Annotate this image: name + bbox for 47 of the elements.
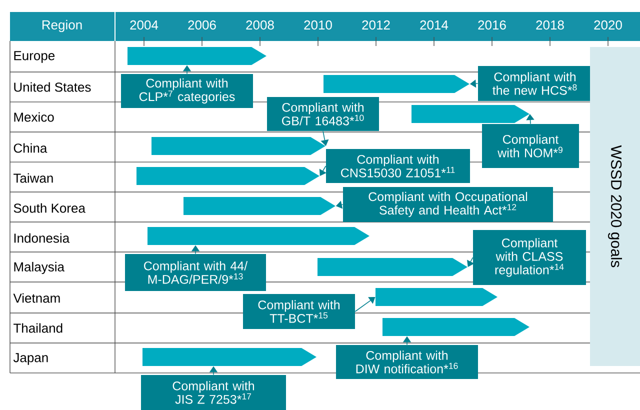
goal-band: WSSD 2020 goals (590, 47, 640, 366)
callout-box: Compliant with the new HCS*$^{8}$ (478, 66, 592, 101)
year-label: 2020 (594, 20, 622, 30)
year-label: 2008 (246, 20, 274, 30)
callout-box: Compliant with 44/ M-DAG/PER/9*$^{13}$ (125, 254, 266, 291)
callout-box: Compliant with GB/T 16483*$^{10}$ (267, 97, 379, 131)
region-label: South Korea (14, 203, 86, 213)
year-label: 2010 (304, 20, 332, 30)
timeline-bar (142, 348, 316, 366)
callout-pointer (467, 257, 474, 267)
column-header: Region (42, 20, 82, 32)
region-label: Europe (14, 51, 55, 63)
region-label: Thailand (14, 323, 62, 333)
callout-box: Compliant with NOM*$^{9}$ (482, 124, 579, 168)
timeline-bar (136, 167, 320, 185)
callout-box: Compliant with DIW notification*$^{16}$ (336, 345, 478, 379)
region-label: Japan (13, 353, 48, 365)
region-label: United States (14, 82, 91, 92)
callout-box: Compliant with CLP*$^{7}$ categories (121, 74, 253, 108)
region-label: Vietnam (13, 293, 60, 303)
region-label: China (14, 143, 48, 153)
year-label: 2012 (362, 20, 390, 30)
callout-box: Compliant with Occupational Safety and Health Act*$^{12}$ (343, 187, 553, 222)
year-label: 2006 (188, 20, 216, 30)
year-label: 2004 (130, 20, 158, 30)
timeline-bar (382, 318, 530, 336)
region-label: Malaysia (14, 262, 64, 274)
timeline-bar (318, 258, 468, 276)
year-label: 2018 (536, 20, 564, 30)
year-label: 2014 (420, 20, 448, 30)
region-label: Taiwan (14, 173, 53, 183)
timeline-bar (128, 47, 266, 65)
region-label: Mexico (14, 112, 54, 122)
timeline-bar (184, 197, 336, 215)
timeline-bar (412, 105, 530, 123)
timeline-bar (148, 227, 370, 245)
callout-box: Compliant with JIS Z 7253*$^{17}$ (141, 375, 286, 410)
timeline-bar (152, 137, 326, 155)
callout-pointer (319, 166, 326, 176)
callout-box: Compliant with TT-BCT*$^{15}$ (243, 294, 355, 329)
year-label: 2016 (478, 20, 506, 30)
callout-box: Compliant with CLASS regulation*$^{14}$ (473, 230, 586, 285)
timeline-bar (376, 288, 498, 306)
callout-box: Compliant with CNS15030 Z1051*$^{11}$ (326, 149, 470, 183)
timeline-bar (324, 75, 470, 93)
callout-pointer (354, 297, 376, 312)
region-label: Indonesia (14, 233, 70, 243)
